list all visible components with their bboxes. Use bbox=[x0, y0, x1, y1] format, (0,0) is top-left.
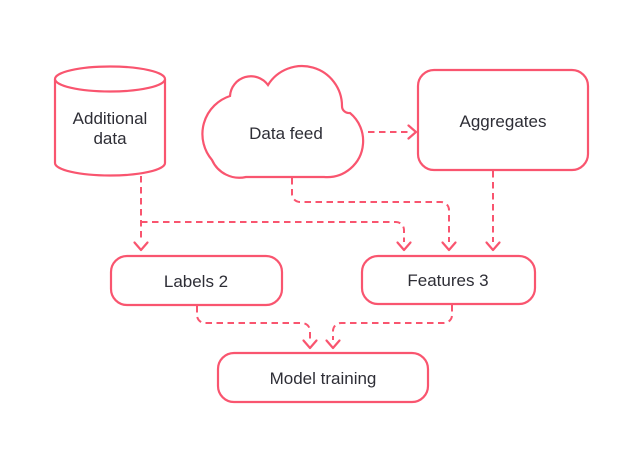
box-shape bbox=[109, 254, 284, 307]
node-model-training: Model training bbox=[216, 351, 430, 404]
arrowhead-right-icon bbox=[407, 124, 418, 140]
edge-datafeed-to-aggregates bbox=[368, 124, 418, 140]
node-label-additional-data-line2: data bbox=[93, 129, 127, 148]
node-label-aggregates: Aggregates bbox=[460, 112, 547, 131]
edge-additionaldata-to-features bbox=[141, 221, 412, 252]
database-icon bbox=[53, 79, 167, 177]
box-shape bbox=[416, 68, 590, 172]
edge-additionaldata-to-labels bbox=[133, 176, 149, 252]
node-label-labels: Labels 2 bbox=[164, 272, 228, 291]
edge-datafeed-to-features bbox=[291, 178, 457, 252]
edge-line bbox=[291, 178, 450, 242]
node-data-feed: Data feed bbox=[201, 64, 365, 179]
arrowhead-down-icon bbox=[396, 241, 412, 252]
node-label-data-feed: Data feed bbox=[249, 124, 323, 143]
edge-line bbox=[196, 306, 311, 340]
arrowhead-down-icon bbox=[325, 339, 341, 350]
edge-features-to-modeltraining bbox=[325, 305, 453, 350]
arrowhead-down-icon bbox=[133, 241, 149, 252]
node-label-features: Features 3 bbox=[407, 271, 488, 290]
node-features: Features 3 bbox=[360, 254, 537, 306]
arrowhead-down-icon bbox=[485, 241, 501, 252]
node-label-additional-data-line1: Additional bbox=[73, 109, 148, 128]
database-top-icon bbox=[53, 65, 167, 93]
node-additional-data: Additional data bbox=[53, 65, 167, 177]
edge-labels-to-modeltraining bbox=[196, 306, 318, 350]
node-aggregates: Aggregates bbox=[416, 68, 590, 172]
node-labels: Labels 2 bbox=[109, 254, 284, 307]
box-shape bbox=[360, 254, 537, 306]
box-shape bbox=[216, 351, 430, 404]
arrowhead-down-icon bbox=[302, 339, 318, 350]
arrowhead-down-icon bbox=[441, 241, 457, 252]
edge-line bbox=[332, 305, 453, 340]
node-label-model-training: Model training bbox=[270, 369, 377, 388]
cloud-icon bbox=[201, 64, 365, 179]
edge-aggregates-to-features bbox=[485, 171, 501, 252]
edge-line bbox=[141, 221, 405, 242]
